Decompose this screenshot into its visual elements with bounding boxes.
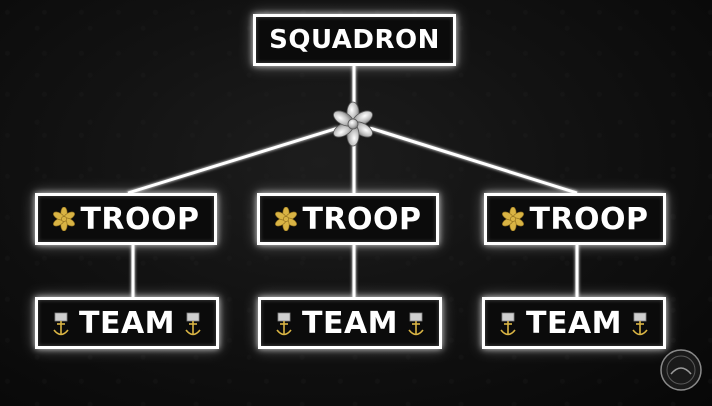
gold-oak-leaf-icon — [275, 207, 298, 231]
anchor-icon — [408, 312, 424, 336]
squadron-label: SQUADRON — [269, 25, 440, 55]
anchor-icon — [632, 312, 648, 336]
connector-hub-troop-3 — [369, 126, 578, 195]
channel-logo-icon — [660, 349, 702, 391]
team-label: TEAM — [525, 305, 623, 341]
anchor-icon — [53, 312, 69, 336]
troop-label: TROOP — [302, 201, 422, 237]
silver-oak-leaf-icon — [333, 101, 373, 147]
team-box: TEAM — [482, 297, 666, 349]
team-label: TEAM — [301, 305, 399, 341]
team-box: TEAM — [35, 297, 219, 349]
team-label: TEAM — [78, 305, 176, 341]
gold-oak-leaf-icon — [502, 207, 525, 231]
troop-label: TROOP — [529, 201, 649, 237]
troop-box: TROOP — [35, 193, 217, 245]
anchor-icon — [185, 312, 201, 336]
troop-box: TROOP — [257, 193, 439, 245]
gold-oak-leaf-icon — [53, 207, 76, 231]
anchor-icon — [276, 312, 292, 336]
anchor-icon — [500, 312, 516, 336]
team-box: TEAM — [258, 297, 442, 349]
troop-label: TROOP — [80, 201, 200, 237]
troop-box: TROOP — [484, 193, 666, 245]
connector-hub-troop-1 — [127, 126, 339, 195]
squadron-box: SQUADRON — [253, 14, 456, 66]
